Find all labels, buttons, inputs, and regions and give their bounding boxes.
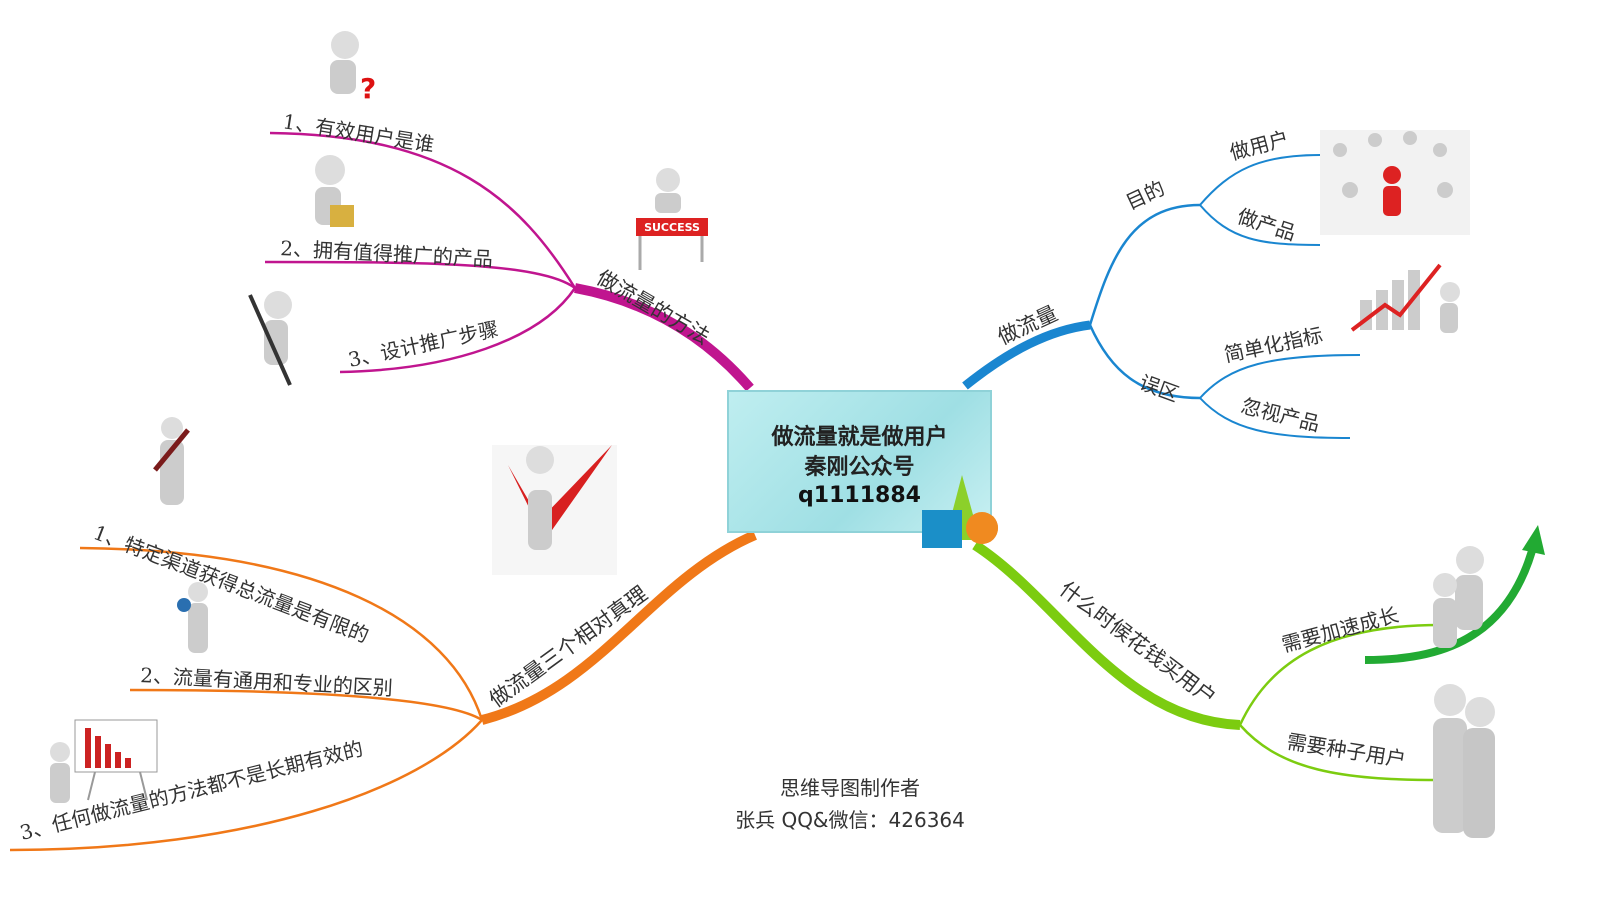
central-subtitle: 秦刚公众号	[804, 454, 915, 480]
sub-line	[1088, 324, 1201, 400]
item-label: 1、特定渠道获得总流量是有限的	[90, 520, 372, 647]
item-label: 2、流量有通用和专业的区别	[140, 663, 394, 700]
team-circle-icon	[1320, 130, 1470, 235]
checkmark-person-icon	[492, 445, 617, 575]
branch-traffic: 做流量 目的 误区 做用户 做产品 简单化指标 忽视产品	[962, 126, 1361, 439]
declining-chart-presenter-icon	[50, 719, 158, 803]
central-title: 做流量就是做用户	[771, 424, 948, 450]
sub-line	[264, 260, 576, 290]
sub-line	[9, 719, 483, 852]
sub-line	[339, 287, 577, 374]
node-label: 目的	[1122, 176, 1168, 215]
item-label: 做产品	[1234, 204, 1298, 245]
padlock-person-icon	[315, 155, 354, 227]
central-id: q1111884	[798, 483, 921, 508]
item-label: 1、有效用户是谁	[281, 109, 436, 157]
sub-line	[1199, 397, 1351, 439]
item-label: 忽视产品	[1239, 394, 1322, 437]
sub-line	[1199, 354, 1361, 399]
svg-text:?: ?	[360, 72, 376, 105]
author-contact: 张兵 QQ&微信：426364	[735, 808, 965, 832]
branch-line	[972, 540, 1241, 730]
hugging-people-icon	[1433, 684, 1495, 838]
growth-arrow-people-icon	[1364, 525, 1545, 664]
sub-line	[1199, 204, 1321, 246]
success-hurdle-icon: SUCCESS	[636, 168, 708, 270]
sub-line	[1238, 623, 1441, 726]
person-with-bat-icon	[153, 417, 190, 505]
sub-line	[1199, 154, 1321, 206]
item-label: 做用户	[1227, 126, 1291, 165]
branch-line	[962, 320, 1091, 390]
success-badge: SUCCESS	[644, 221, 700, 234]
sub-line	[1088, 203, 1201, 326]
branch-line	[574, 283, 754, 392]
branch-label: 做流量的方法	[593, 266, 714, 350]
item-label: 2、拥有值得推广的产品	[280, 236, 494, 271]
central-topic: 做流量就是做用户 秦刚公众号 q1111884	[727, 390, 992, 533]
sub-line	[1239, 724, 1441, 782]
branch-label: 做流量三个相对真理	[485, 582, 652, 713]
growth-chart-person-icon	[1350, 263, 1460, 333]
pen-person-icon	[248, 291, 292, 386]
magnifier-person-icon: ?	[330, 31, 376, 105]
branch-line	[480, 530, 757, 725]
sub-line	[79, 546, 484, 721]
sub-line	[129, 688, 483, 722]
sub-line	[269, 131, 577, 289]
author-credit: 思维导图制作者 张兵 QQ&微信：426364	[700, 772, 1000, 836]
person-with-globe-icon	[177, 582, 208, 653]
node-label: 误区	[1136, 370, 1182, 406]
author-title: 思维导图制作者	[780, 776, 920, 800]
branch-methods: 做流量的方法 1、有效用户是谁 2、拥有值得推广的产品 3、设计推广步骤	[264, 109, 754, 392]
branch-truths: 做流量三个相对真理 1、特定渠道获得总流量是有限的 2、流量有通用和专业的区别 …	[9, 520, 757, 852]
item-label: 需要加速成长	[1279, 603, 1401, 657]
